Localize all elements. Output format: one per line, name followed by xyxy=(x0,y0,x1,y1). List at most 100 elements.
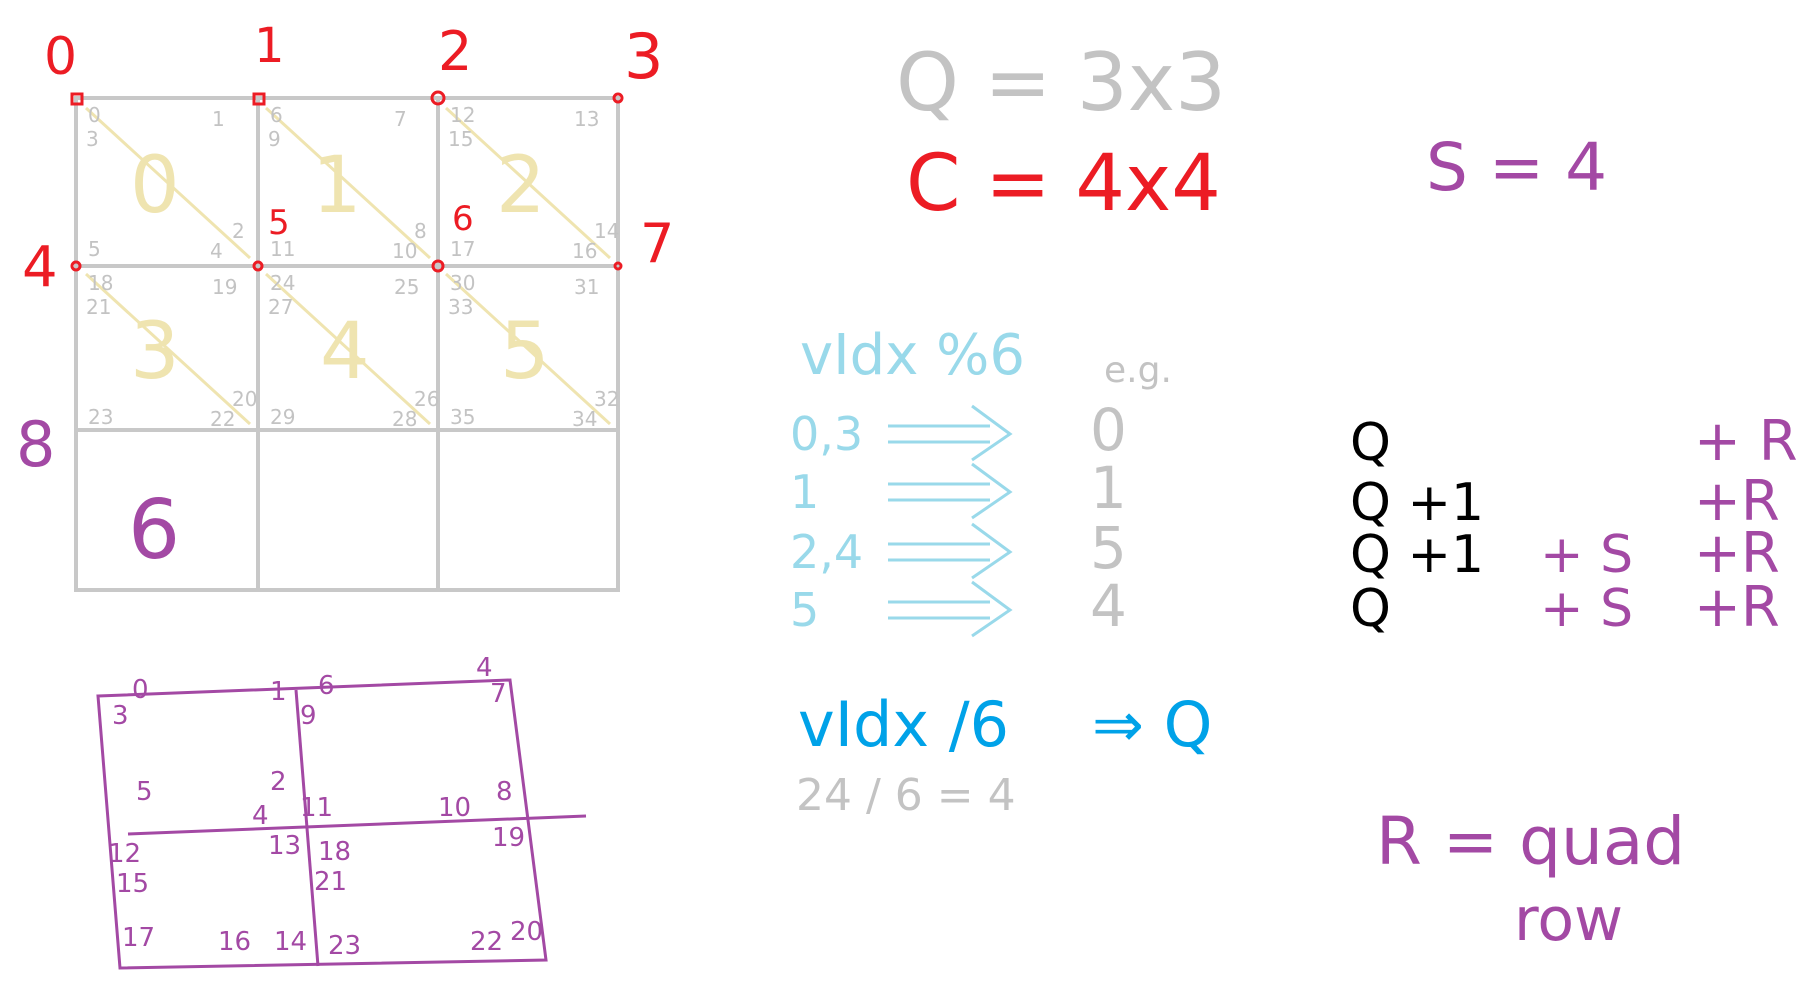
formula-r-term: + R xyxy=(1694,409,1798,474)
cell-vertex-label: 9 xyxy=(268,127,281,151)
corner-markers xyxy=(70,90,624,273)
side-label: 8 xyxy=(16,408,55,481)
cell-vertex-label: 8 xyxy=(414,219,427,243)
sketch-vertex-label: 5 xyxy=(136,777,153,807)
diagonal xyxy=(264,272,432,426)
double-arrow-icon xyxy=(888,404,1013,462)
sketch-vertex-label: 17 xyxy=(122,923,155,953)
mod-input: 5 xyxy=(790,583,819,637)
cell-vertex-label: 28 xyxy=(392,407,417,431)
mod-output: 5 xyxy=(1090,514,1127,582)
cell-vertex-label: 12 xyxy=(450,103,475,127)
cell-vertex-label: 6 xyxy=(270,103,283,127)
formula-r-term: +R xyxy=(1694,521,1780,586)
sketch-vertex-label: 3 xyxy=(112,701,129,731)
grid-outline xyxy=(74,96,620,592)
sketch-vertex-label: 12 xyxy=(108,839,141,869)
sketch-vertex-label: 4 xyxy=(476,653,493,683)
sketch-vertex-label: 20 xyxy=(510,917,543,947)
sketch-vertex-label: 8 xyxy=(496,777,513,807)
cell-vertex-label: 3 xyxy=(86,127,99,151)
vertex-grid xyxy=(74,96,620,592)
formula-s-term: + S xyxy=(1540,579,1633,639)
cell-label: 6 xyxy=(128,483,180,578)
cell-vertex-label: 7 xyxy=(394,107,407,131)
formula-base: Q xyxy=(1350,413,1391,473)
corner-labels: 0 1 2 3 4 5 6 7 xyxy=(22,18,674,300)
eg-label: e.g. xyxy=(1104,350,1172,391)
sketch-vertex-label: 15 xyxy=(116,869,149,899)
cell-vertex-label: 31 xyxy=(574,275,599,299)
cell-vertex-label: 0 xyxy=(88,103,101,127)
mod-output: 4 xyxy=(1090,572,1127,640)
corner-label: 4 xyxy=(22,235,58,300)
mod-output: 1 xyxy=(1090,454,1127,522)
corner-label: 6 xyxy=(452,199,474,239)
quad-number: 1 xyxy=(312,141,362,231)
cell-vertex-label: 20 xyxy=(232,387,257,411)
quad-number-group: 0 1 2 3 4 5 xyxy=(130,141,550,397)
vertex-marker xyxy=(70,260,82,272)
formula-r-term: +R xyxy=(1694,575,1780,640)
cell-vertex-label: 5 xyxy=(88,237,101,261)
sketch-vertex-label: 0 xyxy=(132,675,149,705)
diagonal xyxy=(444,272,612,426)
r-definition-row: row xyxy=(1514,885,1623,955)
sketch-vertex-label: 7 xyxy=(490,679,507,709)
corner-label: 7 xyxy=(640,212,674,275)
r-definition: R = quad xyxy=(1376,803,1685,880)
formula-base: Q xyxy=(1350,579,1391,639)
formula-base: Q +1 xyxy=(1350,473,1484,533)
vertex-marker xyxy=(252,92,266,106)
vidx-mod-label: vIdx %6 xyxy=(800,323,1025,388)
cell-vertex-label: 22 xyxy=(210,407,235,431)
quad-number: 2 xyxy=(496,141,546,231)
quad-number: 3 xyxy=(130,307,180,397)
quad-diagonals xyxy=(84,106,612,426)
div-example: 24 / 6 = 4 xyxy=(796,770,1016,821)
diagonal xyxy=(264,106,432,260)
corner-label: 3 xyxy=(624,20,663,93)
formula-s-term: + S xyxy=(1540,525,1633,585)
mod-input: 1 xyxy=(790,465,819,519)
mod-input: 0,3 xyxy=(790,407,863,461)
sketch-vertex-label: 9 xyxy=(300,701,317,731)
sketch-vertex-label: 18 xyxy=(318,837,351,867)
q-formula: Q+ RQ +1+RQ +1+ S+RQ+ S+R xyxy=(1350,409,1798,640)
formula-r-term: +R xyxy=(1694,469,1780,534)
sketch-vertex-label: 2 xyxy=(270,767,287,797)
vertex-marker xyxy=(430,90,446,106)
sketch-vertex-label: 21 xyxy=(314,867,347,897)
cell-vertex-label: 32 xyxy=(594,387,619,411)
sketch-vertex-label: 23 xyxy=(328,931,361,961)
double-arrow-icon xyxy=(888,580,1013,638)
cell-vertex-label: 25 xyxy=(394,275,419,299)
corner-label: 1 xyxy=(254,18,285,74)
vertex-marker xyxy=(252,260,264,272)
cell-vertex-label: 15 xyxy=(448,127,473,151)
mod-output: 0 xyxy=(1090,396,1127,464)
cell-vertex-label: 18 xyxy=(88,271,113,295)
corner-label: 0 xyxy=(44,27,77,87)
cell-vertex-label: 23 xyxy=(88,405,113,429)
sketch-vertex-label: 16 xyxy=(218,927,251,957)
cell-vertex-label: 29 xyxy=(270,405,295,429)
sketch-vertex-label: 22 xyxy=(470,927,503,957)
cell-vertex-label: 4 xyxy=(210,239,223,263)
sketch-vertex-label: 6 xyxy=(318,671,335,701)
cell-vertex-label: 27 xyxy=(268,295,293,319)
cell-vertex-label: 16 xyxy=(572,239,597,263)
equation-c: C = 4x4 xyxy=(906,139,1221,229)
cell-vertex-label: 26 xyxy=(414,387,439,411)
corner-label: 5 xyxy=(268,203,290,243)
sketch-vertex-label: 14 xyxy=(274,927,307,957)
cell-vertex-label: 21 xyxy=(86,295,111,319)
cell-vertex-label: 1 xyxy=(212,107,225,131)
quad-number: 4 xyxy=(320,307,370,397)
cell-vertex-label: 17 xyxy=(450,237,475,261)
sketch-outline xyxy=(96,678,548,970)
